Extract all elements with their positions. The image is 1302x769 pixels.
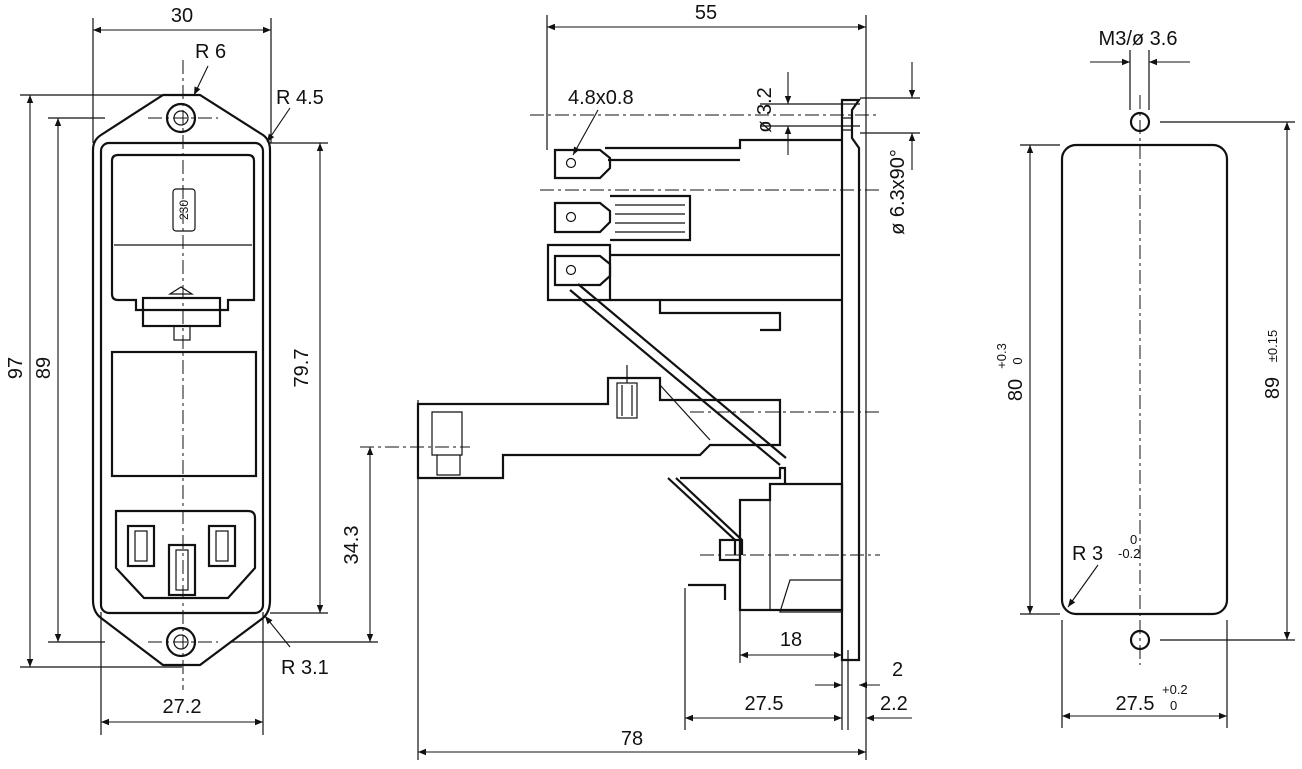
dim-width-tol-upper: +0.2: [1162, 682, 1188, 697]
dim-width-tol-lower: 0: [1170, 698, 1177, 713]
tab-3: [553, 254, 612, 287]
dim-radius-bottom: R 3.1: [281, 657, 329, 679]
tab-1: [553, 148, 612, 180]
dim-height-holes-tol: ±0.15: [1265, 330, 1280, 362]
dim-hole-spacing: 89: [33, 357, 55, 379]
dim-radius: R 3: [1072, 543, 1103, 565]
dim-inlet-depth: 18: [780, 629, 802, 651]
dim-height-overall: 97: [5, 357, 27, 379]
dim-countersink: ø 6.3x90°: [887, 149, 909, 235]
cutout-view: M3/ø 3.6 80 +0.3 0 89 ±0.15 R 3 0 -0.2 2…: [994, 28, 1295, 728]
dim-total-depth: 78: [621, 728, 643, 750]
dim-width-top: 30: [171, 5, 193, 27]
dim-depth-top: 55: [695, 2, 717, 24]
dim-panel-gap: 2.2: [880, 693, 908, 715]
front-body-outline: [91, 93, 272, 667]
dim-radius-top: R 6: [195, 41, 226, 63]
tab-2: [553, 201, 612, 234]
dim-inlet-offset: 34.3: [341, 526, 363, 565]
dim-height-main-tol-upper: +0.3: [994, 343, 1009, 369]
voltage-label: 230: [177, 200, 191, 220]
dim-width: 27.5: [1116, 693, 1155, 715]
dim-width-bottom: 27.2: [163, 696, 202, 718]
side-view: 55 4.8x0.8 ø 3.2 ø 6.3x90° 18 2 27.5 2.2…: [360, 2, 920, 760]
fuse-drawer: [110, 153, 256, 312]
switch-window: [110, 350, 258, 478]
dim-height-main: 80: [1005, 379, 1027, 401]
dim-tab: 4.8x0.8: [568, 87, 634, 109]
dim-radius-tol-lower: -0.2: [1118, 546, 1140, 561]
dim-panel: 27.5: [745, 693, 784, 715]
dim-height-holes: 89: [1262, 377, 1284, 399]
front-view: 230 30 R 6 R 4.5 97 89 79.7: [5, 5, 378, 735]
inlet-block: [738, 482, 844, 612]
iec-inlet: [114, 509, 257, 600]
dim-thread: M3/ø 3.6: [1099, 28, 1178, 50]
dim-hole-dia: ø 3.2: [754, 87, 776, 133]
dim-body-height: 79.7: [291, 349, 313, 388]
dim-height-main-tol-lower: 0: [1010, 357, 1025, 364]
dim-radius-tol-upper: 0: [1130, 532, 1137, 547]
dim-flange: 2: [892, 659, 903, 681]
dim-radius-corner: R 4.5: [276, 87, 324, 109]
mounting-flange: [840, 98, 862, 662]
panel-cutout: [1060, 143, 1229, 616]
